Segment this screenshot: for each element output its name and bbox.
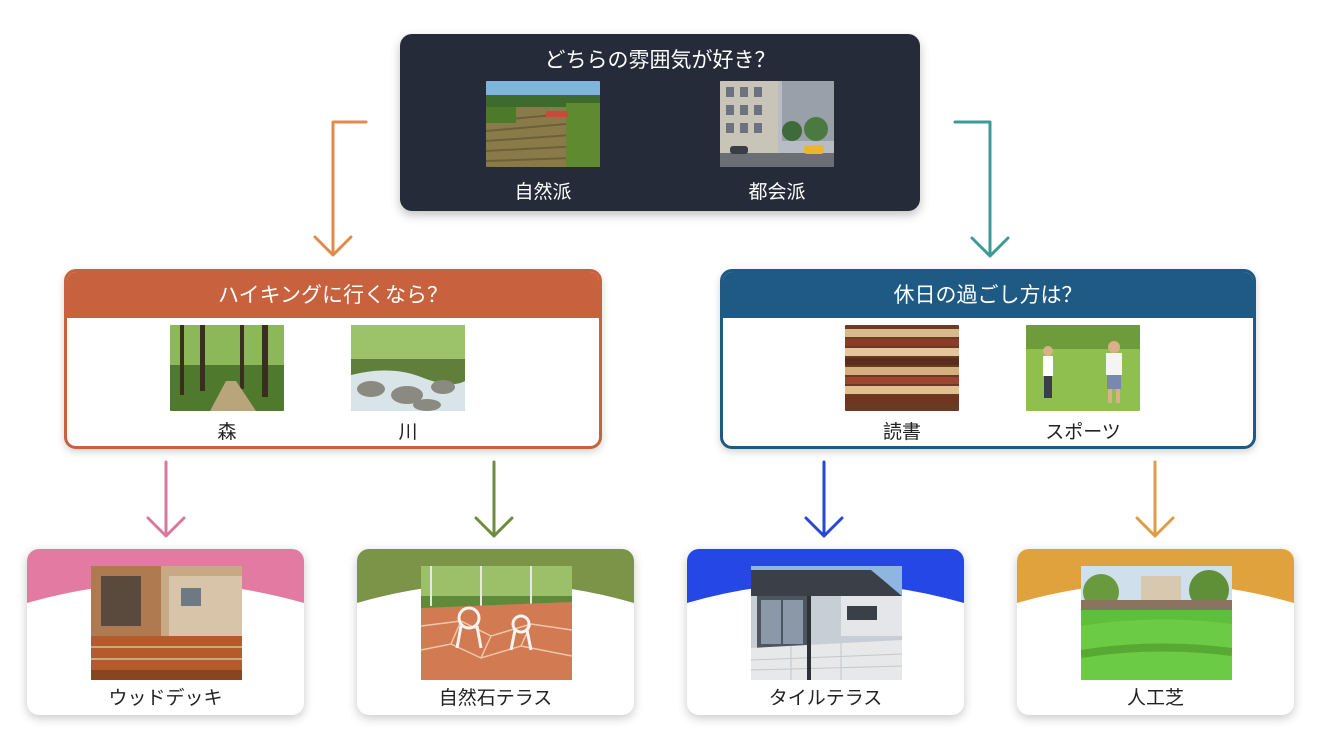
left-question-title: ハイキングに行くなら？ xyxy=(67,272,599,318)
arrow-root-to-right xyxy=(953,120,1010,258)
arrow-river-to-stone-terrace xyxy=(474,460,514,538)
right-question-title: 休日の過ごし方は？ xyxy=(723,272,1253,318)
tile-terrace-photo xyxy=(751,566,902,680)
result-card-artificial-turf: 人工芝 xyxy=(1017,549,1294,715)
result-card-tile-terrace: タイルテラス xyxy=(687,549,964,715)
stone-terrace-photo xyxy=(421,566,572,680)
arrow-root-to-left xyxy=(313,120,368,257)
book-stack-photo xyxy=(845,325,959,411)
city-street-photo xyxy=(720,81,834,167)
result-card-wood-deck: ウッドデッキ xyxy=(27,549,304,715)
result-card-stone-terrace: 自然石テラス xyxy=(357,549,634,715)
result-label-tile-terrace: タイルテラス xyxy=(768,687,883,709)
result-label-wood-deck: ウッドデッキ xyxy=(108,687,223,709)
arrow-sports-to-turf xyxy=(1135,460,1175,538)
reading-label: 読書 xyxy=(882,421,921,443)
artificial-turf-photo xyxy=(1081,566,1232,680)
river-label: 川 xyxy=(398,421,418,443)
arrow-forest-to-wood-deck xyxy=(146,460,186,538)
root-option-label: 自然派 xyxy=(514,181,572,203)
result-label-artificial-turf: 人工芝 xyxy=(1126,687,1184,709)
countryside-field-photo xyxy=(486,81,600,167)
forest-label: 森 xyxy=(217,421,237,443)
right-question-box: 休日の過ごし方は？ 読書 xyxy=(720,269,1256,449)
root-question-box: どちらの雰囲気が好き？ 自然派 xyxy=(400,34,920,211)
forest-path-photo xyxy=(170,325,284,411)
root-question-title: どちらの雰囲気が好き？ xyxy=(544,48,776,72)
left-question-box: ハイキングに行くなら？ 森 川 xyxy=(64,269,602,449)
root-option-label: 都会派 xyxy=(748,181,806,203)
river-rocks-photo xyxy=(351,325,465,411)
result-label-stone-terrace: 自然石テラス xyxy=(438,687,553,709)
golf-players-photo xyxy=(1026,325,1140,411)
arrow-reading-to-tile-terrace xyxy=(804,460,844,538)
sports-label: スポーツ xyxy=(1045,421,1121,443)
wood-deck-photo xyxy=(91,566,242,680)
